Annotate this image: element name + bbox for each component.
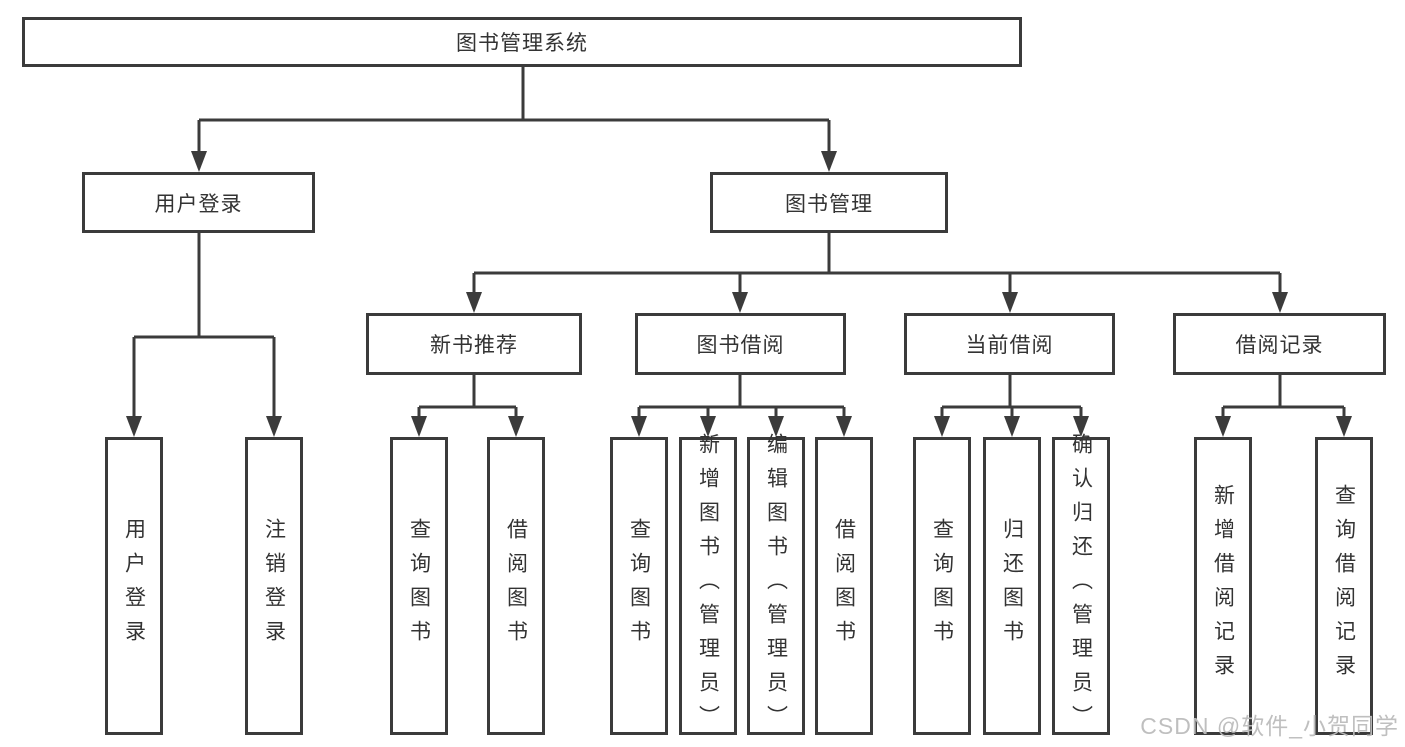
arrow-down-icon bbox=[126, 416, 142, 437]
leaf-label: 归还图书 bbox=[1000, 518, 1024, 654]
leaf-label: 借阅图书 bbox=[504, 518, 528, 654]
leaf-borrow-edit-book-admin: 编辑图书（管理员） bbox=[747, 433, 805, 739]
arrow-down-icon bbox=[191, 151, 207, 172]
arrow-down-icon bbox=[1272, 292, 1288, 313]
leaf-label: 查询图书 bbox=[627, 518, 651, 654]
arrow-down-icon bbox=[836, 416, 852, 437]
leaf-label: 用户登录 bbox=[122, 518, 146, 654]
leaf-label: 借阅图书 bbox=[832, 518, 856, 654]
leaf-borrow-add-book-admin: 新增图书（管理员） bbox=[679, 433, 737, 739]
node-book-borrow: 图书借阅 bbox=[635, 313, 846, 375]
node-root-system: 图书管理系统 bbox=[22, 17, 1022, 67]
leaf-logout: 注销登录 bbox=[245, 437, 303, 735]
node-new-book-recommend: 新书推荐 bbox=[366, 313, 582, 375]
leaf-current-confirm-return-admin: 确认归还（管理员） bbox=[1052, 433, 1110, 739]
leaf-label: 编辑图书（管理员） bbox=[764, 433, 788, 739]
arrow-down-icon bbox=[466, 292, 482, 313]
leaf-label: 查询借阅记录 bbox=[1332, 484, 1356, 688]
node-book-management: 图书管理 bbox=[710, 172, 948, 233]
arrow-down-icon bbox=[411, 416, 427, 437]
arrow-down-icon bbox=[1002, 292, 1018, 313]
leaf-label: 新增借阅记录 bbox=[1211, 484, 1235, 688]
arrow-down-icon bbox=[821, 151, 837, 172]
arrow-down-icon bbox=[1336, 416, 1352, 437]
leaf-user-login: 用户登录 bbox=[105, 437, 163, 735]
arrow-down-icon bbox=[508, 416, 524, 437]
arrow-down-icon bbox=[266, 416, 282, 437]
arrow-down-icon bbox=[1004, 416, 1020, 437]
arrow-down-icon bbox=[732, 292, 748, 313]
arrow-down-icon bbox=[934, 416, 950, 437]
arrow-down-icon bbox=[1215, 416, 1231, 437]
node-current-borrow: 当前借阅 bbox=[904, 313, 1115, 375]
leaf-label: 新增图书（管理员） bbox=[696, 433, 720, 739]
watermark: CSDN @软件_小贺同学 bbox=[1140, 713, 1399, 739]
leaf-newrec-query-books: 查询图书 bbox=[390, 437, 448, 735]
leaf-current-return-book: 归还图书 bbox=[983, 437, 1041, 735]
leaf-newrec-borrow-book: 借阅图书 bbox=[487, 437, 545, 735]
leaf-records-query-record: 查询借阅记录 bbox=[1315, 437, 1373, 735]
leaf-borrow-query-books: 查询图书 bbox=[610, 437, 668, 735]
node-borrow-records: 借阅记录 bbox=[1173, 313, 1386, 375]
arrow-down-icon bbox=[631, 416, 647, 437]
node-user-login: 用户登录 bbox=[82, 172, 315, 233]
leaf-label: 查询图书 bbox=[407, 518, 431, 654]
leaf-borrow-borrow-book: 借阅图书 bbox=[815, 437, 873, 735]
leaf-current-query-books: 查询图书 bbox=[913, 437, 971, 735]
leaf-records-add-record: 新增借阅记录 bbox=[1194, 437, 1252, 735]
leaf-label: 查询图书 bbox=[930, 518, 954, 654]
leaf-label: 注销登录 bbox=[262, 518, 286, 654]
leaf-label: 确认归还（管理员） bbox=[1069, 433, 1093, 739]
